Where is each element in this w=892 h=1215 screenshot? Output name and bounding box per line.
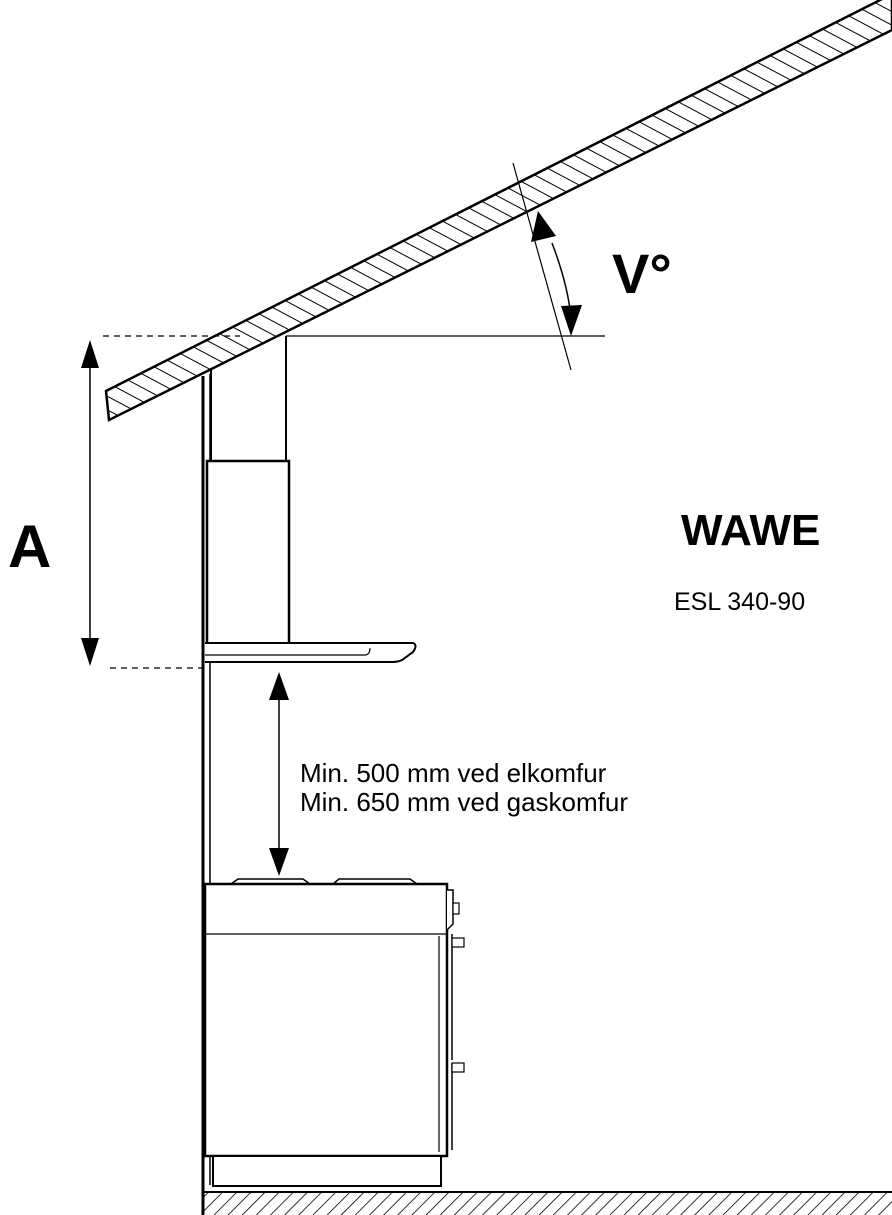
dimension-a-arrow: [81, 340, 99, 666]
floor: [204, 1191, 892, 1215]
clearance-text-electric: Min. 500 mm ved elkomfur: [300, 758, 607, 788]
dimension-a-label: A: [8, 513, 51, 580]
angle-indicator: [512, 162, 582, 371]
model-label: ESL 340-90: [674, 588, 805, 616]
brand-label: WAWE: [681, 506, 820, 555]
stove: [203, 878, 465, 1187]
dimension-reference-lines: [103, 335, 605, 669]
sloped-ceiling: [104, 0, 892, 422]
angle-label: V°: [612, 242, 672, 305]
clearance-arrow: [269, 672, 289, 876]
cooker-hood: [205, 336, 417, 663]
clearance-text-gas: Min. 650 mm ved gaskomfur: [300, 787, 628, 817]
